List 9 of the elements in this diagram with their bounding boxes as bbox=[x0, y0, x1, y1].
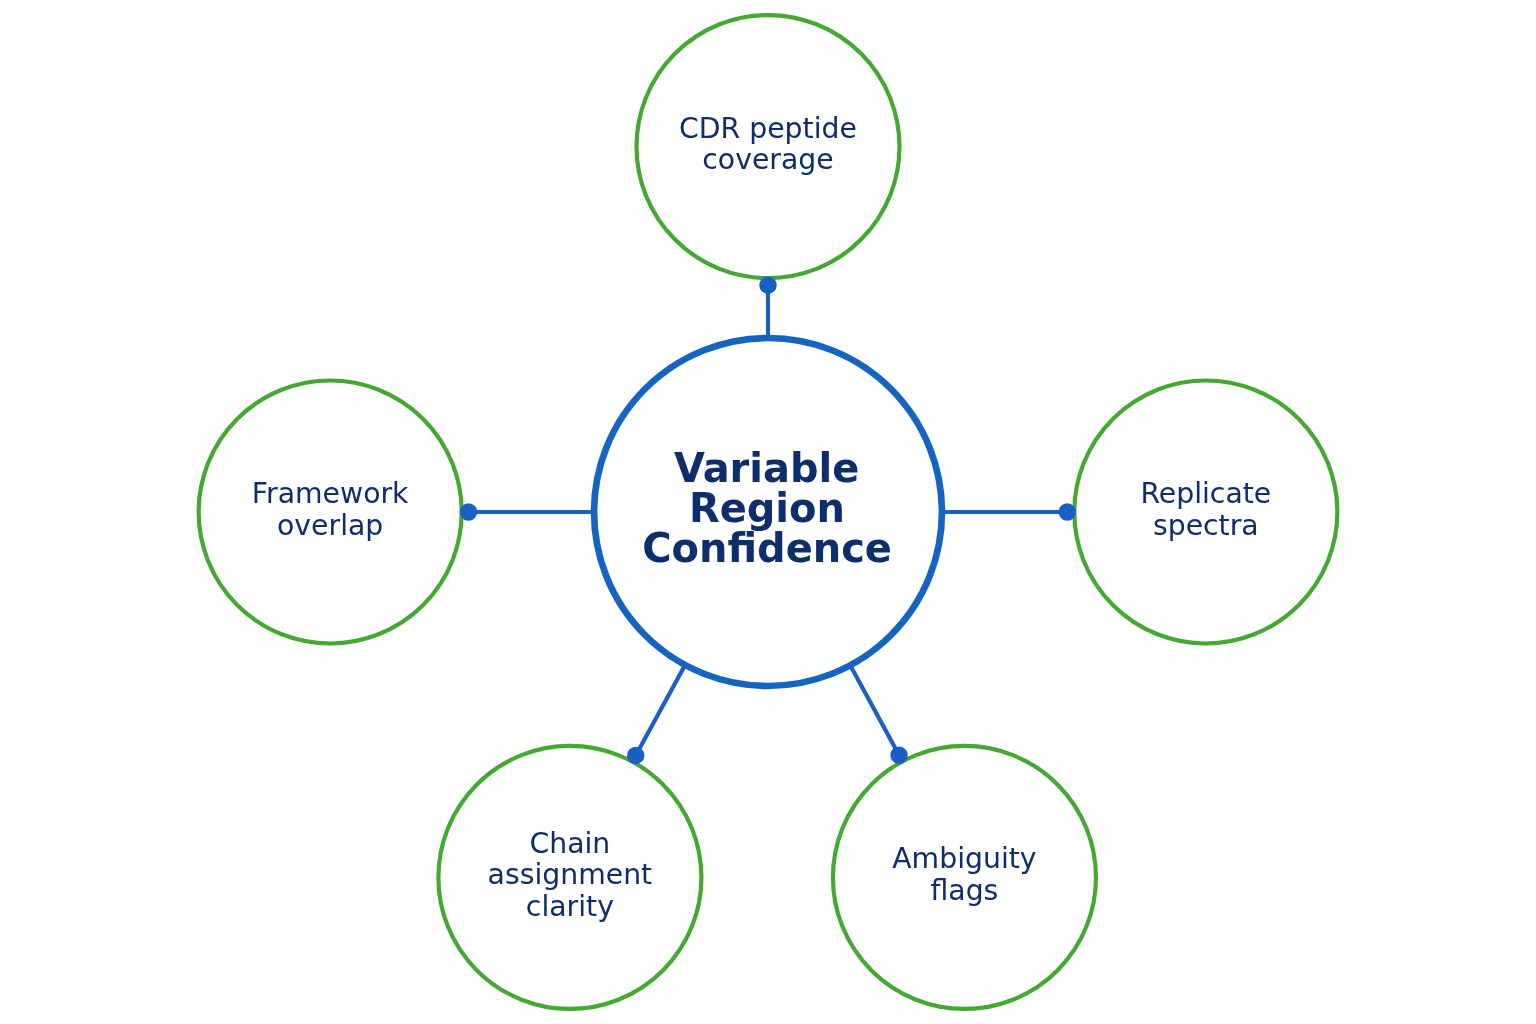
node-circle: Variable Region Confidence bbox=[590, 334, 946, 690]
connector bbox=[459, 503, 594, 521]
node-circle: Replicate spectra bbox=[1072, 378, 1340, 646]
connector bbox=[942, 503, 1076, 521]
node-circle: Framework overlap bbox=[196, 378, 464, 646]
node-circle: CDR peptide coverage bbox=[634, 13, 902, 281]
connector bbox=[759, 276, 777, 338]
connector bbox=[627, 664, 687, 765]
connector bbox=[848, 664, 908, 764]
